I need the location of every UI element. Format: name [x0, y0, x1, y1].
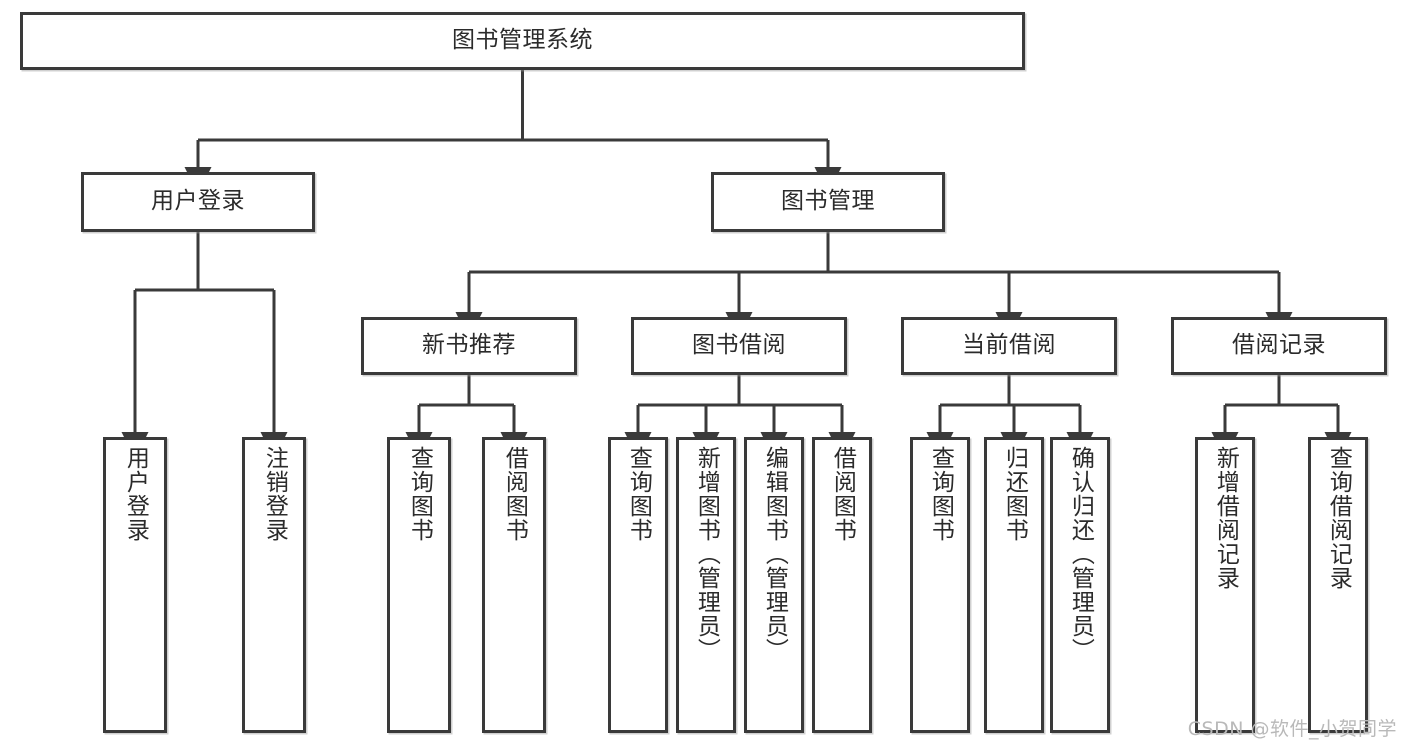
node-label-borrow-edit-book: 编辑图书（管理员） [761, 446, 788, 662]
node-record-query[interactable]: 查询借阅记录 [1308, 437, 1368, 733]
node-borrow-record[interactable]: 借阅记录 [1171, 317, 1387, 375]
node-label-record-query: 查询借阅记录 [1325, 446, 1352, 590]
node-label-new-book-recommend: 新书推荐 [422, 332, 516, 359]
node-current-borrow[interactable]: 当前借阅 [901, 317, 1117, 375]
node-label-user-login-do: 用户登录 [122, 446, 149, 542]
node-new-book-recommend[interactable]: 新书推荐 [361, 317, 577, 375]
node-label-borrow-query-book: 查询图书 [625, 446, 652, 542]
node-label-book-borrow: 图书借阅 [692, 332, 786, 359]
node-user-login-do[interactable]: 用户登录 [103, 437, 167, 733]
node-borrow-add-book[interactable]: 新增图书（管理员） [676, 437, 736, 733]
node-label-borrow-add-book: 新增图书（管理员） [693, 446, 720, 662]
node-user-logout[interactable]: 注销登录 [242, 437, 306, 733]
node-label-borrow-record: 借阅记录 [1232, 332, 1326, 359]
node-label-recommend-borrow-book: 借阅图书 [501, 446, 528, 542]
node-recommend-query-book[interactable]: 查询图书 [387, 437, 451, 733]
node-current-confirm-return[interactable]: 确认归还（管理员） [1050, 437, 1110, 733]
node-label-user-logout: 注销登录 [261, 446, 288, 542]
node-label-current-return-book: 归还图书 [1001, 446, 1028, 542]
node-label-record-add: 新增借阅记录 [1212, 446, 1239, 590]
node-label-current-borrow: 当前借阅 [962, 332, 1056, 359]
node-borrow-query-book[interactable]: 查询图书 [608, 437, 668, 733]
node-record-add[interactable]: 新增借阅记录 [1195, 437, 1255, 733]
node-recommend-borrow-book[interactable]: 借阅图书 [482, 437, 546, 733]
watermark-credit: CSDN @软件_小贺同学 [1187, 718, 1397, 740]
node-label-current-query-book: 查询图书 [927, 446, 954, 542]
node-current-query-book[interactable]: 查询图书 [910, 437, 970, 733]
node-borrow-edit-book[interactable]: 编辑图书（管理员） [744, 437, 804, 733]
node-book-borrow[interactable]: 图书借阅 [631, 317, 847, 375]
node-label-recommend-query-book: 查询图书 [406, 446, 433, 542]
node-current-return-book[interactable]: 归还图书 [984, 437, 1044, 733]
node-label-borrow-borrow-book: 借阅图书 [829, 446, 856, 542]
node-root[interactable]: 图书管理系统 [20, 12, 1025, 70]
node-label-user-login: 用户登录 [151, 188, 245, 215]
node-label-current-confirm-return: 确认归还（管理员） [1067, 446, 1094, 662]
node-borrow-borrow-book[interactable]: 借阅图书 [812, 437, 872, 733]
node-label-book-manage: 图书管理 [781, 188, 875, 215]
node-user-login[interactable]: 用户登录 [81, 172, 315, 232]
node-book-manage[interactable]: 图书管理 [711, 172, 945, 232]
node-label-root: 图书管理系统 [452, 27, 593, 54]
